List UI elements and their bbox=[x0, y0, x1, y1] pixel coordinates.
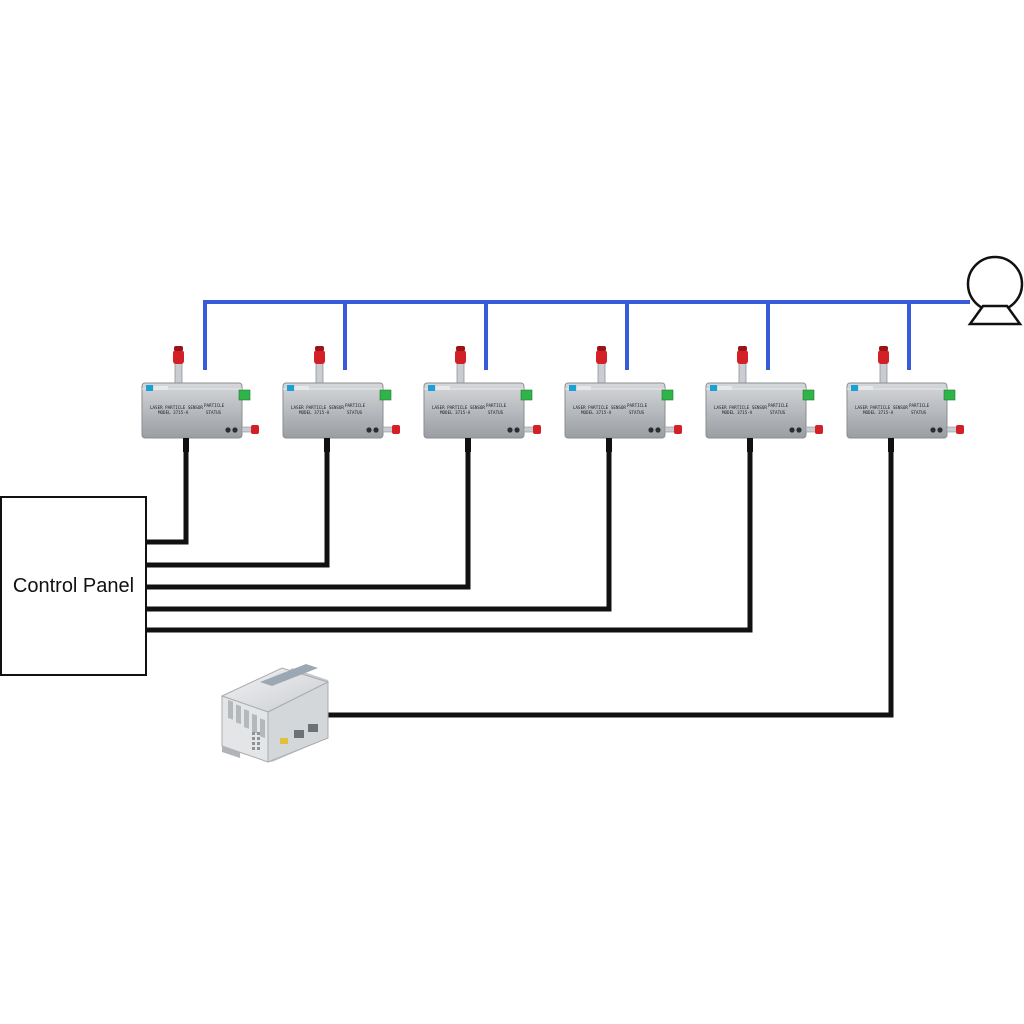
sensor-model-label: LASER PARTICLE SENSOR bbox=[432, 405, 485, 410]
control-panel: Control Panel bbox=[0, 496, 147, 676]
sensor-status-label: STATUS bbox=[206, 410, 222, 415]
sensor-status-label: STATUS bbox=[629, 410, 645, 415]
signal-wire bbox=[147, 452, 189, 545]
sensor-model-label: LASER PARTICLE SENSOR bbox=[714, 405, 767, 410]
vacuum-pump-icon bbox=[966, 255, 1024, 326]
sensor-model-number: MODEL 3715-A bbox=[863, 410, 894, 415]
signal-wire bbox=[147, 452, 471, 590]
interface-module-icon bbox=[220, 664, 330, 763]
sensor-indicator-label: PARTICLE bbox=[768, 403, 789, 408]
sensor-model-number: MODEL 3715-A bbox=[440, 410, 471, 415]
vacuum-manifold bbox=[203, 300, 970, 370]
module-signal-wire bbox=[322, 452, 894, 718]
sensor-status-label: STATUS bbox=[347, 410, 363, 415]
sensor-indicator-label: PARTICLE bbox=[486, 403, 507, 408]
signal-wire bbox=[147, 452, 612, 612]
sensor-indicator-label: PARTICLE bbox=[204, 403, 225, 408]
sensor-status-label: STATUS bbox=[488, 410, 504, 415]
sensor-model-label: LASER PARTICLE SENSOR bbox=[573, 405, 626, 410]
sensor-indicator-label: PARTICLE bbox=[345, 403, 366, 408]
sensor-model-number: MODEL 3715-A bbox=[581, 410, 612, 415]
sensor-indicator-label: PARTICLE bbox=[627, 403, 648, 408]
sensor-status-label: STATUS bbox=[911, 410, 927, 415]
sensor-model-number: MODEL 3715-A bbox=[299, 410, 330, 415]
sensor-status-label: STATUS bbox=[770, 410, 786, 415]
sensor-model-label: LASER PARTICLE SENSOR bbox=[150, 405, 203, 410]
sensor-model-label: LASER PARTICLE SENSOR bbox=[291, 405, 344, 410]
signal-wire bbox=[147, 452, 330, 568]
signal-wire bbox=[147, 452, 753, 633]
sensor-model-number: MODEL 3715-A bbox=[158, 410, 189, 415]
sensor-indicator-label: PARTICLE bbox=[909, 403, 930, 408]
sensor-model-number: MODEL 3715-A bbox=[722, 410, 753, 415]
sensor-model-label: LASER PARTICLE SENSOR bbox=[855, 405, 908, 410]
control-panel-label: Control Panel bbox=[12, 574, 135, 597]
vacuum-header-line bbox=[203, 300, 970, 370]
signal-wiring bbox=[147, 452, 894, 718]
